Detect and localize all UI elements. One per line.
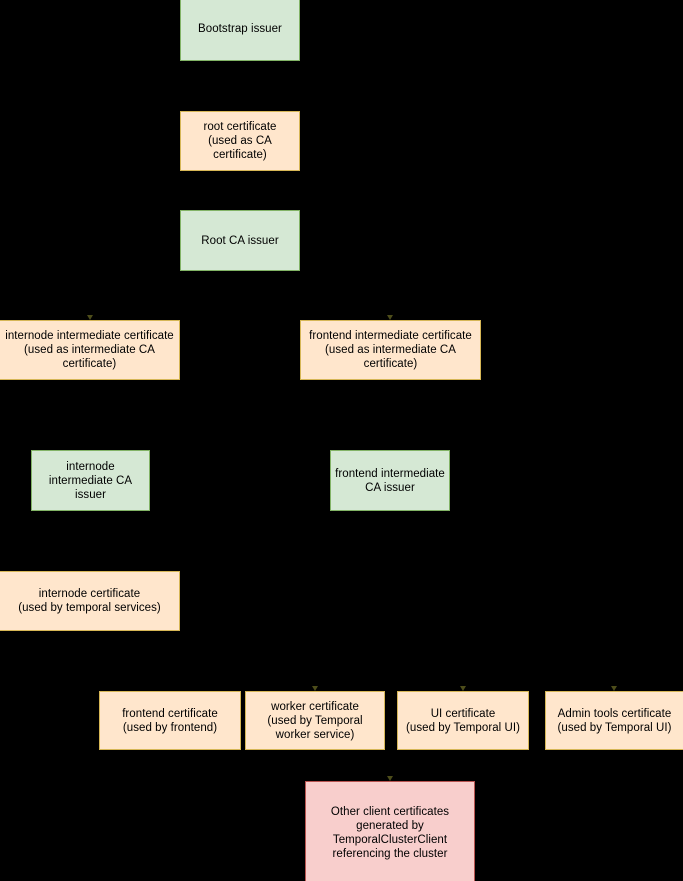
- node-other-client-certificates[interactable]: Other client certificates generated by T…: [305, 781, 475, 881]
- connector-arrow-icon: [611, 686, 617, 691]
- node-admin-tools-certificate[interactable]: Admin tools certificate (used by Tempora…: [545, 691, 683, 750]
- node-label: frontend intermediate CA issuer: [335, 467, 445, 494]
- node-internode-certificate[interactable]: internode certificate (used by temporal …: [0, 571, 180, 631]
- node-frontend-intermediate-certificate[interactable]: frontend intermediate certificate (used …: [300, 320, 481, 380]
- node-frontend-intermediate-ca-issuer[interactable]: frontend intermediate CA issuer: [330, 450, 450, 511]
- node-label: Other client certificates generated by T…: [330, 806, 450, 860]
- node-label: worker certificate (used by Temporal wor…: [267, 700, 363, 741]
- node-label: Admin tools certificate (used by Tempora…: [557, 707, 672, 734]
- node-label: frontend certificate (used by frontend): [122, 707, 218, 734]
- node-frontend-certificate[interactable]: frontend certificate (used by frontend): [99, 691, 241, 750]
- node-internode-intermediate-certificate[interactable]: internode intermediate certificate (used…: [0, 320, 180, 380]
- node-label: internode intermediate certificate (used…: [5, 330, 174, 370]
- node-bootstrap-issuer[interactable]: Bootstrap issuer: [180, 0, 300, 61]
- node-ui-certificate[interactable]: UI certificate (used by Temporal UI): [397, 691, 529, 750]
- node-root-certificate[interactable]: root certificate (used as CA certificate…: [180, 111, 300, 171]
- node-label: internode certificate (used by temporal …: [18, 588, 161, 614]
- connector-arrow-icon: [87, 315, 93, 320]
- node-label: frontend intermediate certificate (used …: [309, 330, 472, 370]
- node-internode-intermediate-ca-issuer[interactable]: internode intermediate CA issuer: [31, 450, 150, 511]
- connector-arrow-icon: [387, 776, 393, 781]
- connector-arrow-icon: [460, 686, 466, 691]
- node-label: Root CA issuer: [201, 234, 279, 247]
- node-label: root certificate (used as CA certificate…: [203, 121, 277, 161]
- node-root-ca-issuer[interactable]: Root CA issuer: [180, 210, 300, 271]
- node-worker-certificate[interactable]: worker certificate (used by Temporal wor…: [245, 691, 385, 750]
- node-label: Bootstrap issuer: [198, 22, 282, 35]
- node-label: UI certificate (used by Temporal UI): [406, 707, 520, 734]
- node-label: internode intermediate CA issuer: [48, 460, 133, 501]
- connector-arrow-icon: [312, 686, 318, 691]
- connector-arrow-icon: [387, 315, 393, 320]
